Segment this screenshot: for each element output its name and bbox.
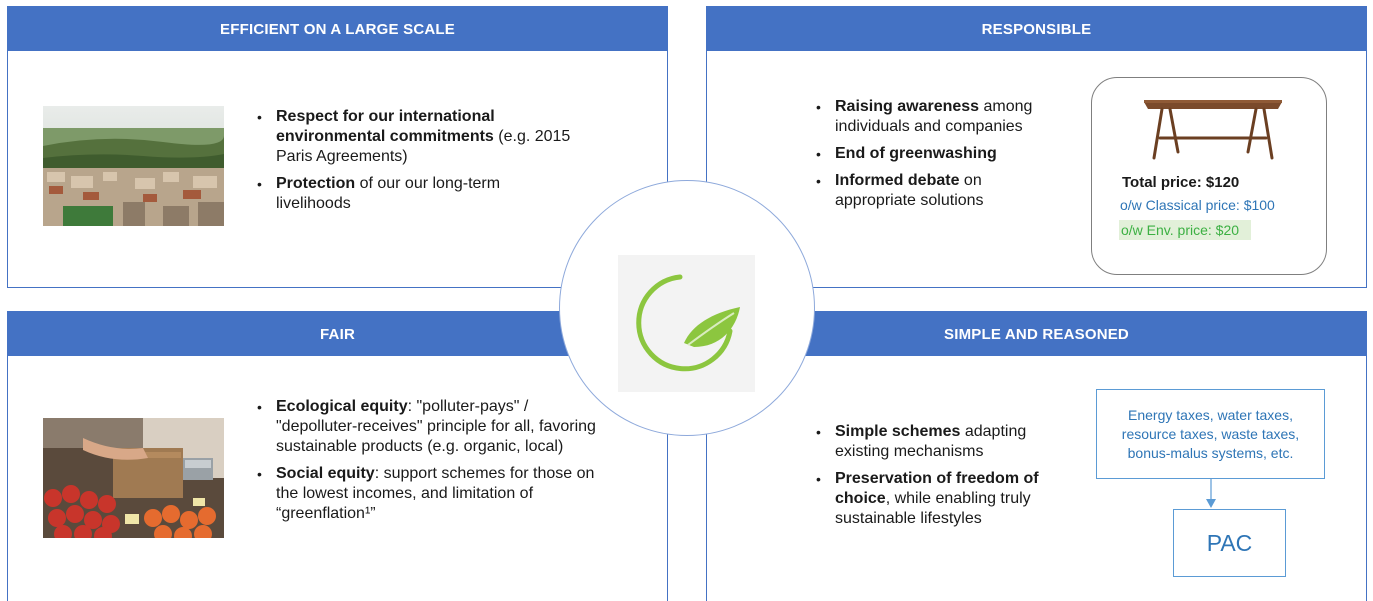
panel-fair: FAIR Ecological equity: "polluter-pays" … <box>7 311 668 601</box>
panel-efficient: EFFICIENT ON A LARGE SCALE Respect for o… <box>7 6 668 288</box>
fair-bullet-2: Social equity: support schemes for those… <box>254 464 599 524</box>
down-arrow-icon <box>1206 479 1216 508</box>
responsible-bullet-1: Raising awareness among individuals and … <box>813 97 1051 137</box>
responsible-bullet-3: Informed debate on appropriate solutions <box>813 171 1051 211</box>
tax-box: Energy taxes, water taxes, resource taxe… <box>1096 389 1325 479</box>
classical-price: o/w Classical price: $100 <box>1120 197 1275 213</box>
price-card: Total price: $120 o/w Classical price: $… <box>1091 77 1327 275</box>
pac-box: PAC <box>1173 509 1286 577</box>
panel-efficient-title: EFFICIENT ON A LARGE SCALE <box>8 7 667 51</box>
panel-simple-title: SIMPLE AND REASONED <box>707 312 1366 356</box>
panel-fair-title: FAIR <box>8 312 667 356</box>
efficient-bullet-1: Respect for our international environmen… <box>254 107 574 167</box>
market-photo <box>43 418 224 538</box>
total-price: Total price: $120 <box>1122 174 1240 191</box>
panel-responsible: RESPONSIBLE Raising awareness among indi… <box>706 6 1367 288</box>
panel-responsible-title: RESPONSIBLE <box>707 7 1366 51</box>
panel-simple: SIMPLE AND REASONED Simple schemes adapt… <box>706 311 1367 601</box>
simple-bullet-1: Simple schemes adapting existing mechani… <box>813 422 1051 462</box>
responsible-bullet-2: End of greenwashing <box>813 144 1051 164</box>
landscape-photo <box>43 106 224 226</box>
wooden-table-image <box>1144 100 1282 160</box>
efficient-bullet-2: Protection of our our long-term liveliho… <box>254 174 574 214</box>
leaf-logo-icon <box>618 255 755 392</box>
simple-bullet-2: Preservation of freedom of choice, while… <box>813 469 1051 529</box>
fair-bullet-1: Ecological equity: "polluter-pays" / "de… <box>254 397 599 457</box>
env-price: o/w Env. price: $20 <box>1119 220 1252 240</box>
